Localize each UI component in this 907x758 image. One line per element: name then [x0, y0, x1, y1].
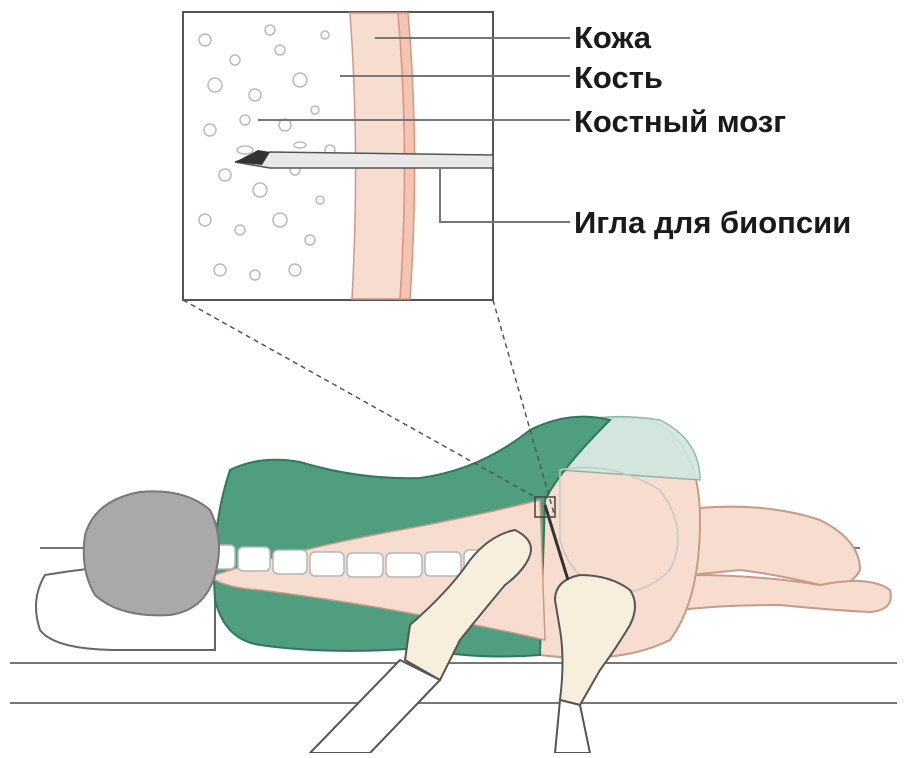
label-skin: Кожа	[574, 22, 651, 53]
label-biopsy-needle: Игла для биопсии	[574, 207, 851, 238]
label-bone-marrow: Костный мозг	[574, 106, 786, 137]
label-bone: Кость	[574, 62, 663, 93]
doctor-arms	[310, 660, 590, 753]
inset-detail	[183, 12, 493, 300]
patient-head	[84, 491, 219, 615]
patient-legs	[680, 507, 891, 612]
